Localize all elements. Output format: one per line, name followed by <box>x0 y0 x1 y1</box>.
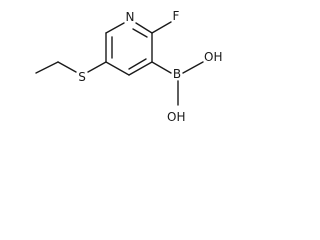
atom-label-hydroxyl-top: OH <box>204 50 222 64</box>
atom-label-sulfur: S <box>78 70 86 84</box>
bond-c3-c4 <box>128 61 153 76</box>
bond-c3-b <box>151 61 172 74</box>
bond-c3-c4-double <box>128 58 147 70</box>
atom-label-fluorine: F <box>173 9 180 23</box>
bond-n1-c2-double <box>132 28 148 38</box>
bond-s-methyl <box>57 61 77 73</box>
structure-diagram: N F S B OH OH <box>35 9 222 124</box>
bond-n1-c2 <box>135 22 153 34</box>
bond-methyl-terminal <box>35 61 59 74</box>
atom-label-nitrogen: N <box>126 10 135 24</box>
atom-label-boron: B <box>173 67 181 81</box>
bond-c5-s <box>87 61 107 73</box>
bond-c6-n1 <box>105 22 125 34</box>
bond-b-oh-top <box>182 61 204 74</box>
bond-c2-f <box>151 21 172 34</box>
atom-label-hydroxyl-bottom: OH <box>167 110 185 124</box>
bond-c4-c5 <box>105 61 130 76</box>
